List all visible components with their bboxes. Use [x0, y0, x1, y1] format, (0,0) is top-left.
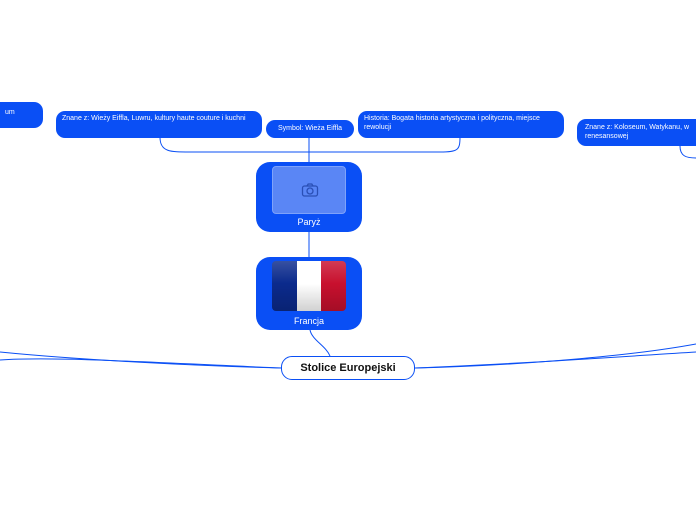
- central-topic-node[interactable]: Stolice Europejski: [281, 356, 415, 380]
- history-text: Historia: Bogata historia artystyczna i …: [364, 115, 540, 131]
- rome-known-for-node[interactable]: Znane z: Koloseum, Watykanu, w renesanso…: [577, 119, 696, 146]
- paris-image-placeholder: [272, 166, 346, 214]
- france-label: Francja: [293, 316, 324, 326]
- paris-label: Paryż: [297, 217, 321, 227]
- camera-icon: [301, 182, 319, 198]
- offscreen-left-label: um: [5, 109, 15, 116]
- rome-known-for-text: Znane z: Koloseum, Watykanu, w renesanso…: [585, 124, 690, 140]
- connector-rome-bracket: [679, 145, 696, 159]
- connector-central-france: [309, 329, 331, 357]
- connector-central-left-2: [0, 358, 283, 369]
- paris-node[interactable]: Paryż: [256, 162, 362, 232]
- known-for-node[interactable]: Znane z: Wieży Eiffla, Luwru, kultury ha…: [56, 111, 262, 138]
- symbol-node[interactable]: Symbol: Wieża Eiffla: [266, 120, 354, 138]
- connector-paris-bracket: [159, 136, 461, 153]
- central-topic-label: Stolice Europejski: [300, 362, 396, 374]
- history-node[interactable]: Historia: Bogata historia artystyczna i …: [358, 111, 564, 138]
- symbol-text: Symbol: Wieża Eiffla: [277, 125, 343, 132]
- offscreen-left-node[interactable]: um: [0, 102, 43, 128]
- connector-central-right-2: [414, 351, 696, 369]
- connector-central-right: [414, 343, 696, 369]
- known-for-text: Znane z: Wieży Eiffla, Luwru, kultury ha…: [62, 115, 246, 122]
- france-flag: [272, 261, 346, 311]
- france-node[interactable]: Francja: [256, 257, 362, 330]
- connector-central-left: [0, 351, 283, 369]
